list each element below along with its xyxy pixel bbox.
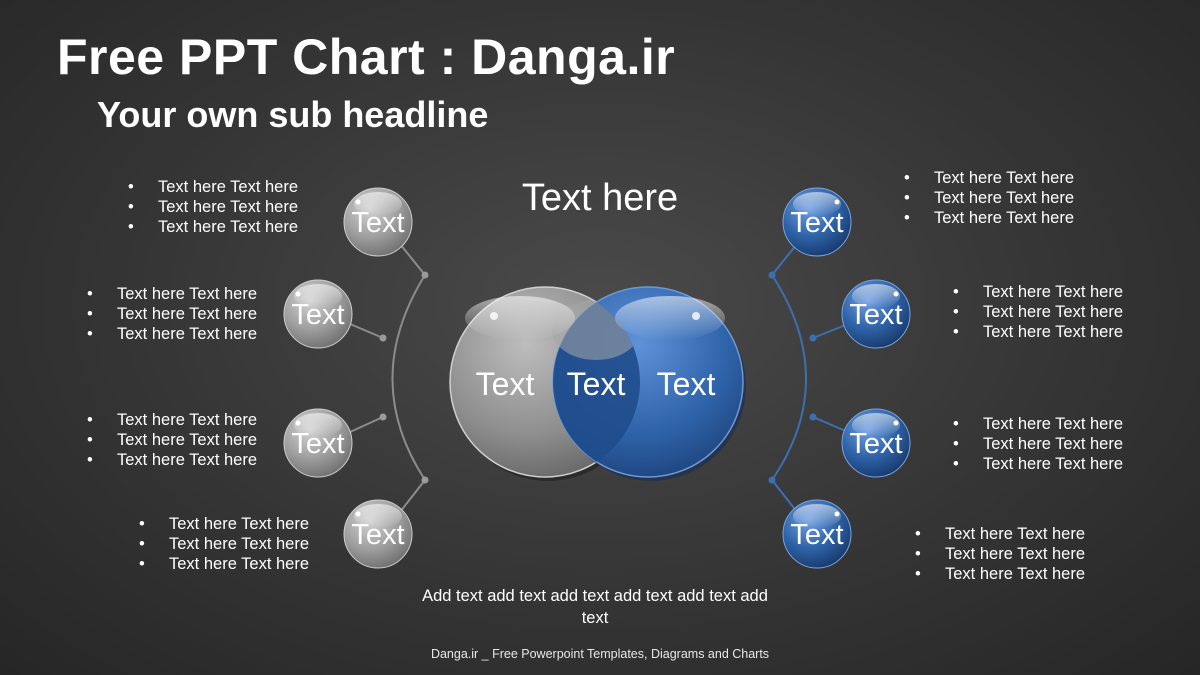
right-connector-dots <box>768 271 817 484</box>
bullet-item: Text here Text here <box>87 430 257 450</box>
bullet-item: Text here Text here <box>953 282 1123 302</box>
slide-subtitle: Your own sub headline <box>97 94 489 135</box>
left-node-1: Text <box>343 187 413 257</box>
center-note: Add text add text add text add text add … <box>422 587 768 627</box>
bullet-item: Text here Text here <box>953 414 1123 434</box>
right-connector-arc <box>771 243 849 513</box>
bullet-item: Text here Text here <box>87 284 257 304</box>
right-bullets-4: Text here Text here Text here Text here … <box>915 524 1085 584</box>
footer-credit: Danga.ir _ Free Powerpoint Templates, Di… <box>430 647 770 661</box>
bullet-item: Text here Text here <box>953 454 1123 474</box>
bullet-item: Text here Text here <box>128 197 298 217</box>
center-heading: Text here <box>521 177 679 219</box>
left-node-4: Text <box>343 499 413 569</box>
bullet-item: Text here Text here <box>128 217 298 237</box>
venn-left-sparkle <box>490 312 498 320</box>
right-bullets-3: Text here Text here Text here Text here … <box>953 414 1123 474</box>
bullet-item: Text here Text here <box>953 434 1123 454</box>
bullet-item: Text here Text here <box>139 554 309 574</box>
bullet-item: Text here Text here <box>87 304 257 324</box>
right-node-1: Text <box>782 187 852 257</box>
venn-right-label: Text <box>657 366 716 402</box>
left-node-3: Text <box>283 408 353 478</box>
right-node-3-label: Text <box>849 428 902 460</box>
right-node-2: Text <box>841 279 911 349</box>
bullet-item: Text here Text here <box>915 524 1085 544</box>
bullet-item: Text here Text here <box>904 168 1074 188</box>
venn-overlap-label: Text <box>567 366 626 402</box>
venn-right-gloss <box>615 296 725 340</box>
venn-left-gloss <box>465 296 575 340</box>
venn-left-label: Text <box>476 366 535 402</box>
left-bullets-2: Text here Text here Text here Text here … <box>87 284 257 344</box>
bullet-item: Text here Text here <box>904 208 1074 228</box>
left-bullets-4: Text here Text here Text here Text here … <box>139 514 309 574</box>
bullet-item: Text here Text here <box>953 322 1123 342</box>
bullet-item: Text here Text here <box>953 302 1123 322</box>
right-node-4-label: Text <box>790 519 843 551</box>
right-node-2-label: Text <box>849 299 902 331</box>
left-node-2-label: Text <box>291 299 344 331</box>
right-node-3: Text <box>841 408 911 478</box>
bullet-item: Text here Text here <box>128 177 298 197</box>
left-node-3-label: Text <box>291 428 344 460</box>
left-node-4-label: Text <box>351 519 404 551</box>
left-node-2: Text <box>283 279 353 349</box>
bullet-item: Text here Text here <box>139 514 309 534</box>
left-connector-dots <box>379 271 429 484</box>
left-node-1-label: Text <box>351 207 404 239</box>
bullet-item: Text here Text here <box>915 564 1085 584</box>
right-node-1-label: Text <box>790 207 843 239</box>
bullet-item: Text here Text here <box>904 188 1074 208</box>
bullet-item: Text here Text here <box>915 544 1085 564</box>
bullet-item: Text here Text here <box>87 410 257 430</box>
right-bullets-2: Text here Text here Text here Text here … <box>953 282 1123 342</box>
bullet-item: Text here Text here <box>87 324 257 344</box>
right-bullets-1: Text here Text here Text here Text here … <box>904 168 1074 228</box>
bullet-item: Text here Text here <box>87 450 257 470</box>
slide-title: Free PPT Chart : Danga.ir <box>57 29 676 85</box>
venn-right-sparkle <box>692 312 700 320</box>
right-node-4: Text <box>782 499 852 569</box>
left-bullets-1: Text here Text here Text here Text here … <box>128 177 298 237</box>
bullet-item: Text here Text here <box>139 534 309 554</box>
left-bullets-3: Text here Text here Text here Text here … <box>87 410 257 470</box>
left-connector-arc <box>349 243 426 513</box>
